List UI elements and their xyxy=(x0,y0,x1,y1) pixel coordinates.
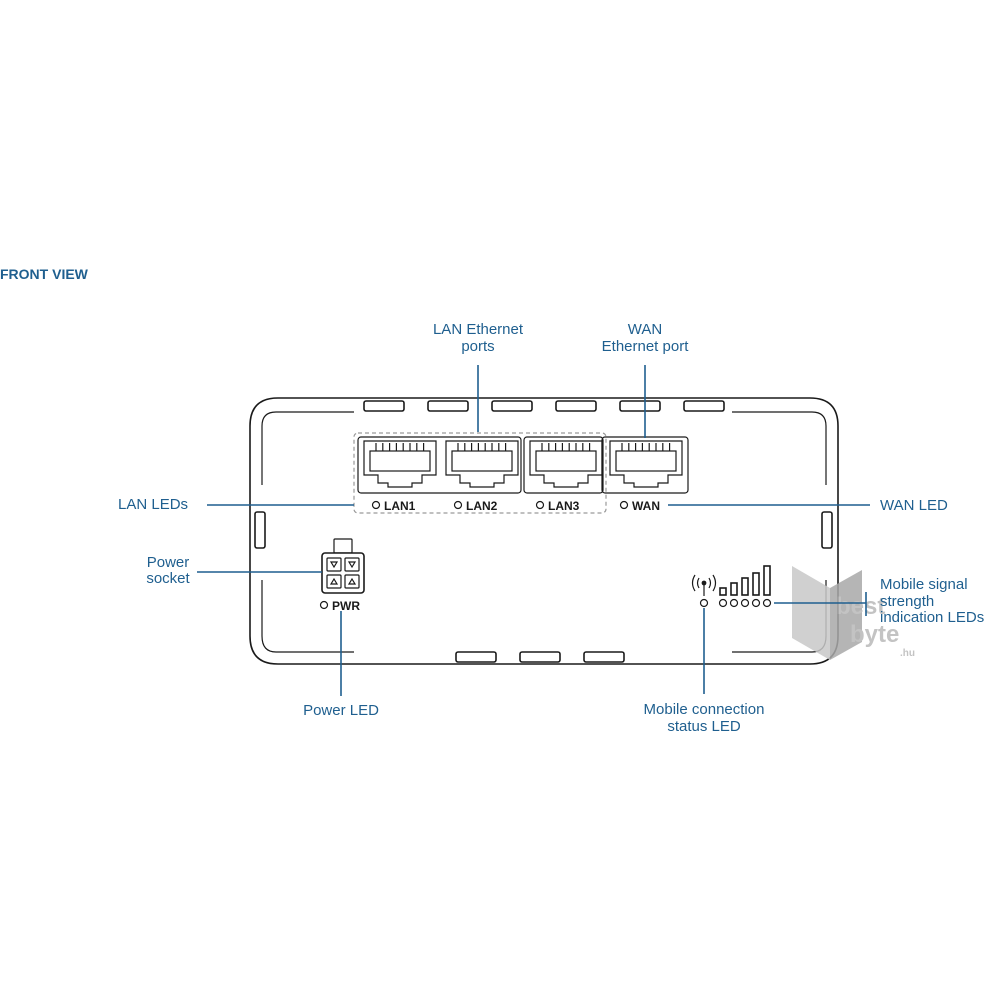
lan2-label: LAN2 xyxy=(466,499,498,513)
lan3-port[interactable] xyxy=(529,440,603,488)
bestbyte-watermark: best byte .hu xyxy=(792,566,915,660)
lan-ethernet-ports-callout-line1: LAN Ethernet xyxy=(433,321,524,338)
lan-ethernet-ports-callout-line2: ports xyxy=(461,338,494,355)
lan3-housing xyxy=(523,436,604,494)
lan1-led xyxy=(371,500,381,510)
antenna-icon xyxy=(691,574,717,596)
pwr-led-group: PWR xyxy=(319,599,360,613)
power-socket xyxy=(321,538,365,594)
mobile-connection-callout-line1: Mobile connection xyxy=(644,701,765,718)
wan-ethernet-port-callout-line2: Ethernet port xyxy=(602,338,690,355)
watermark-line2: byte xyxy=(850,621,899,648)
wan-port[interactable] xyxy=(609,440,683,488)
wan-led-callout: WAN LED xyxy=(880,497,948,514)
signal-led-1 xyxy=(718,598,728,608)
left-side-clip xyxy=(254,511,266,549)
lan1-lan2-housing xyxy=(357,436,522,494)
signal-led-4 xyxy=(751,598,761,608)
signal-led-5 xyxy=(762,598,772,608)
wan-led-group: WAN xyxy=(619,499,660,513)
lan1-port[interactable] xyxy=(363,440,437,488)
diagram-title: FRONT VIEW xyxy=(0,266,89,282)
lan-leds-callout: LAN LEDs xyxy=(118,496,188,513)
power-led-callout: Power LED xyxy=(303,702,379,719)
mobile-signal-callout-line3: indication LEDs xyxy=(880,609,984,626)
right-side-clip xyxy=(821,511,833,549)
signal-led-3 xyxy=(740,598,750,608)
pwr-led xyxy=(319,600,329,610)
lan2-led xyxy=(453,500,463,510)
mobile-connection-status-led xyxy=(699,598,709,608)
lan3-led-group: LAN3 xyxy=(535,499,580,513)
pwr-label: PWR xyxy=(332,599,360,613)
lan1-label: LAN1 xyxy=(384,499,416,513)
watermark-suffix: .hu xyxy=(900,648,915,659)
mobile-signal-callout-line1: Mobile signal xyxy=(880,576,968,593)
top-vents xyxy=(363,400,725,412)
wan-led xyxy=(619,500,629,510)
router-body xyxy=(249,397,839,665)
watermark-line1: best xyxy=(836,593,885,620)
bottom-vents xyxy=(455,651,625,663)
signal-strength-leds xyxy=(718,598,772,608)
signal-led-2 xyxy=(729,598,739,608)
lan1-led-group: LAN1 xyxy=(371,499,416,513)
mobile-signal-callout-line2: strength xyxy=(880,593,934,610)
signal-strength-icon xyxy=(719,565,771,596)
wan-label: WAN xyxy=(632,499,660,513)
lan2-port[interactable] xyxy=(445,440,519,488)
mobile-connection-callout-line2: status LED xyxy=(667,718,741,735)
power-socket-callout-line1: Power xyxy=(147,554,190,571)
lan3-label: LAN3 xyxy=(548,499,580,513)
power-socket-callout-line2: socket xyxy=(146,570,190,587)
leader-lines xyxy=(197,365,870,696)
lan2-led-group: LAN2 xyxy=(453,499,498,513)
lan-group-dashed-outline xyxy=(353,432,607,514)
ethernet-ports xyxy=(363,440,683,488)
lan3-led xyxy=(535,500,545,510)
wan-ethernet-port-callout-line1: WAN xyxy=(628,321,662,338)
